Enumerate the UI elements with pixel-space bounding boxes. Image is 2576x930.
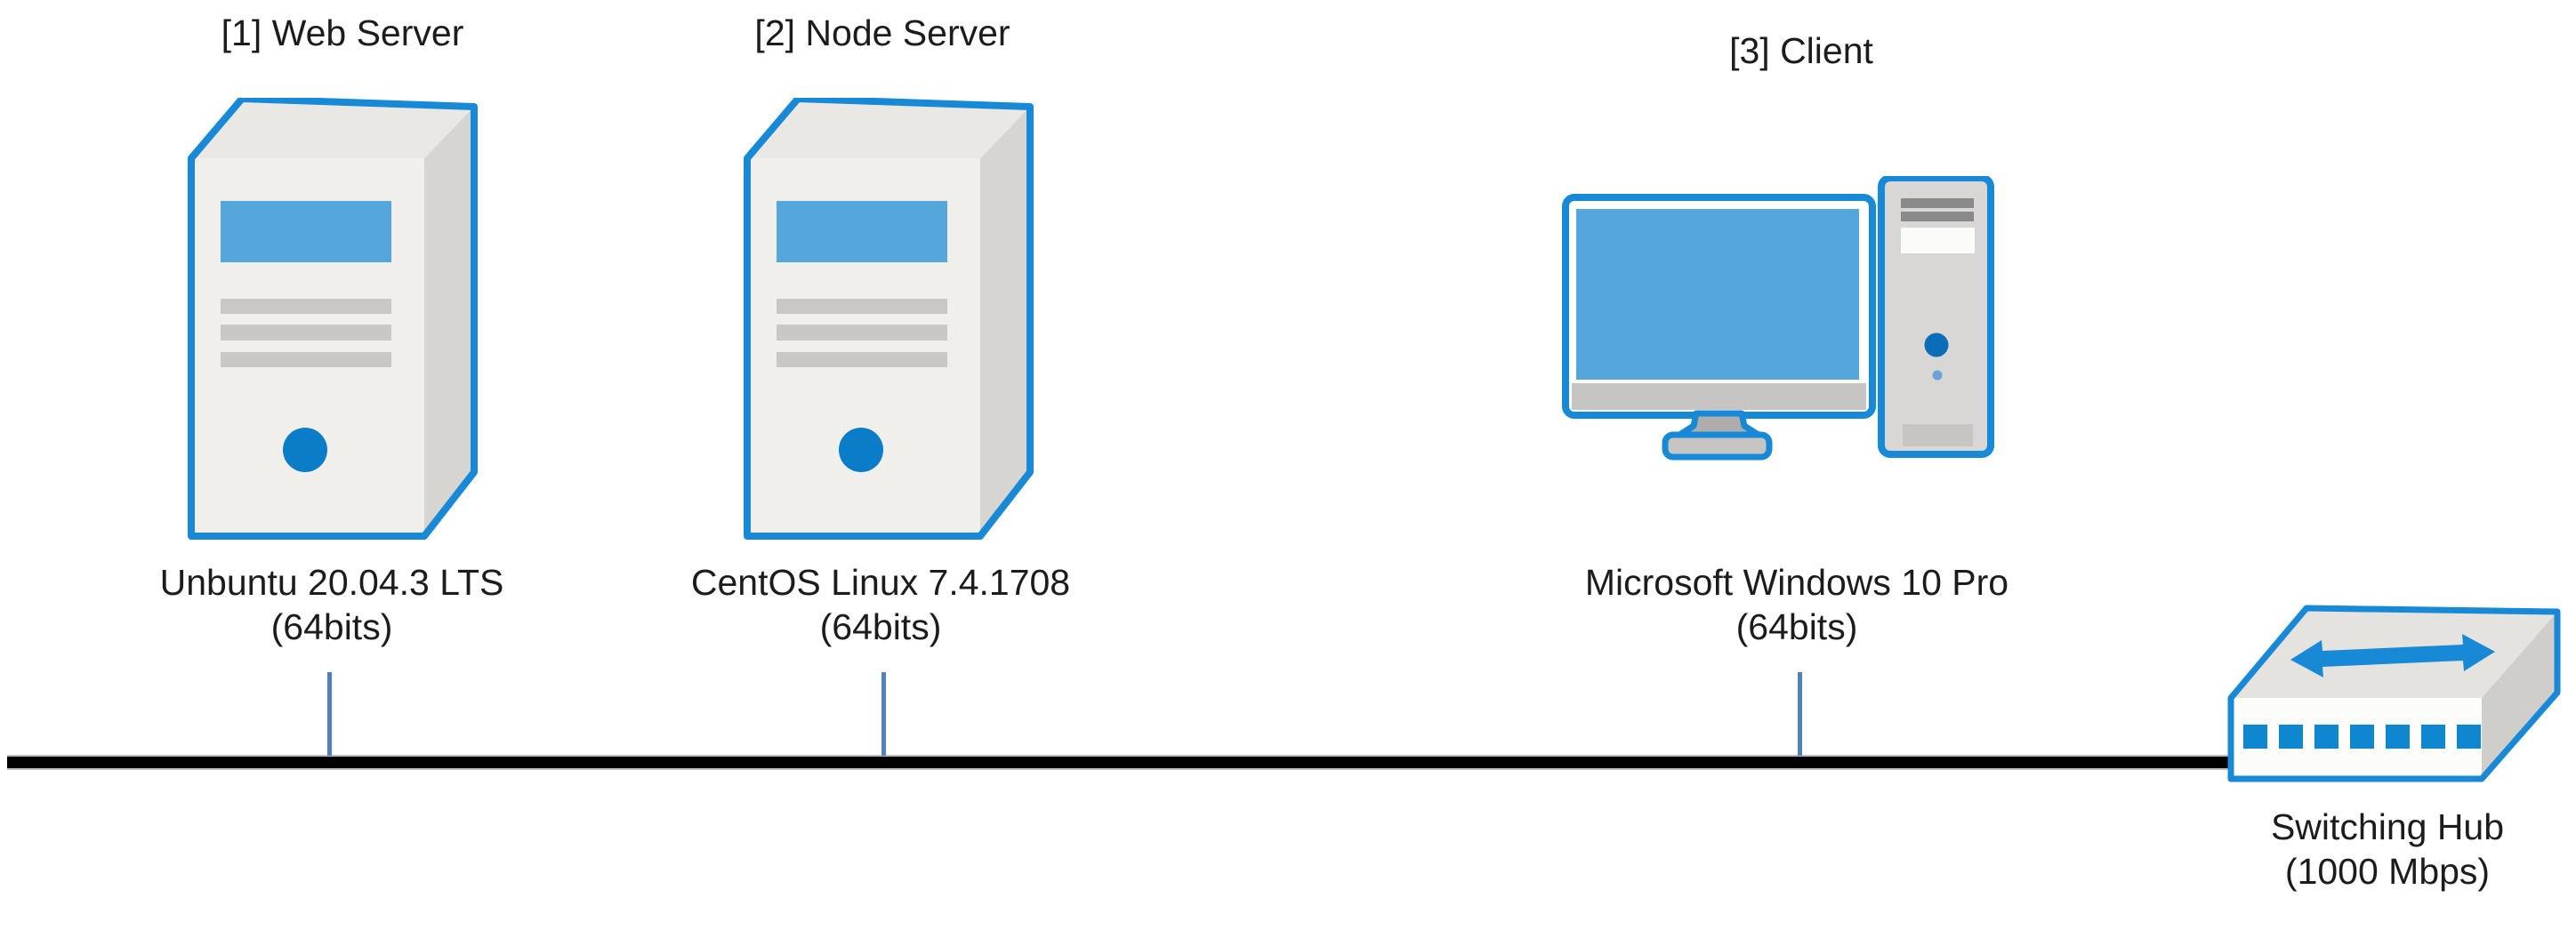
monitor-bezel bbox=[1572, 383, 1866, 410]
tower-power-button bbox=[1924, 333, 1949, 357]
os-name: Microsoft Windows 10 Pro bbox=[1584, 562, 2009, 603]
node-title-client: [3] Client bbox=[1729, 30, 1873, 71]
desktop-computer-icon bbox=[1562, 176, 1994, 461]
hub-label: Switching Hub (1000 Mbps) bbox=[2271, 805, 2504, 894]
monitor-stand-base bbox=[1662, 431, 1773, 461]
os-arch: (64bits) bbox=[1735, 606, 1858, 647]
node-os-label-web-server: Unbuntu 20.04.3 LTS (64bits) bbox=[160, 560, 504, 649]
tower-vent-stripe bbox=[1901, 198, 1974, 208]
os-arch: (64bits) bbox=[270, 606, 393, 647]
server-tower-icon bbox=[187, 98, 480, 542]
drop-line-web-server bbox=[327, 672, 332, 756]
node-title-web-server: [1] Web Server bbox=[221, 12, 464, 53]
tower-drive-bay bbox=[1901, 228, 1975, 253]
node-os-label-node-server: CentOS Linux 7.4.1708 (64bits) bbox=[691, 560, 1070, 649]
switching-hub-icon bbox=[2227, 605, 2561, 782]
tower-foot-panel bbox=[1903, 424, 1973, 446]
os-name: CentOS Linux 7.4.1708 bbox=[690, 562, 1071, 603]
node-os-label-client: Microsoft Windows 10 Pro (64bits) bbox=[1585, 560, 2008, 649]
drop-line-node-server bbox=[881, 672, 886, 756]
os-name: Unbuntu 20.04.3 LTS bbox=[159, 562, 504, 603]
tower-led bbox=[1932, 370, 1943, 381]
hub-ports bbox=[2243, 725, 2481, 749]
network-bus-line bbox=[7, 755, 2231, 770]
node-title-node-server: [2] Node Server bbox=[754, 12, 1010, 53]
hub-name: Switching Hub bbox=[2270, 806, 2505, 847]
server-tower-icon bbox=[743, 98, 1036, 542]
monitor-screen bbox=[1576, 209, 1859, 380]
os-arch: (64bits) bbox=[819, 606, 942, 647]
drop-line-client bbox=[1798, 672, 1802, 756]
double-arrow-icon bbox=[2290, 634, 2495, 677]
tower-vent-stripe bbox=[1901, 212, 1974, 221]
hub-right-face bbox=[2482, 612, 2557, 779]
hub-speed: (1000 Mbps) bbox=[2284, 851, 2491, 892]
